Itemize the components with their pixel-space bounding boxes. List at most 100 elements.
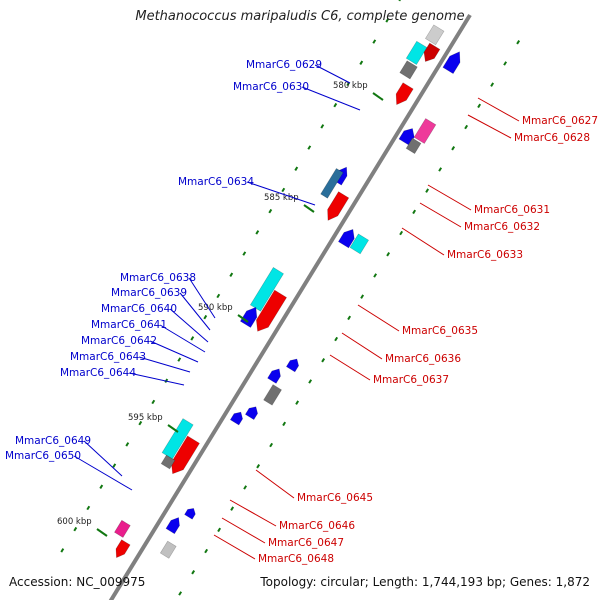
scale-label: 595 kbp: [128, 413, 163, 423]
gene-label: MmarC6_0649: [15, 435, 91, 447]
scale-tick-mark: [347, 315, 352, 321]
scale-label: 585 kbp: [264, 193, 299, 203]
label-leader-line: [73, 455, 133, 491]
scale-tick-mark: [373, 273, 378, 278]
scale-tick-mark: [256, 464, 261, 469]
scale-tick-mark: [229, 272, 234, 277]
gene-label: MmarC6_0630: [233, 81, 309, 93]
label-leader-line: [179, 292, 211, 331]
reverse-gene: [115, 539, 131, 559]
scale-tick-mark: [138, 420, 143, 426]
forward-gene: [267, 368, 281, 384]
scale-label: 600 kbp: [57, 517, 92, 527]
scale-tick-mark: [191, 570, 196, 575]
scale-tick-mark: [230, 506, 235, 511]
label-leader-line: [314, 64, 351, 84]
gene-label: MmarC6_0628: [514, 132, 590, 144]
accession-label: Accession: NC_009975: [9, 575, 146, 589]
gene-label: MmarC6_0635: [402, 325, 478, 337]
scale-tick-mark: [242, 251, 247, 256]
forward-gene: [442, 51, 461, 75]
label-leader-line: [246, 181, 316, 206]
gene-label: MmarC6_0637: [373, 374, 449, 386]
scale-tick-mark: [438, 167, 443, 172]
scale-tick-mark: [151, 399, 156, 405]
reverse-gene: [423, 42, 441, 62]
scale-tick-mark: [178, 591, 183, 596]
forward-gene: [244, 406, 258, 421]
scale-tick-mark: [333, 102, 338, 108]
reverse-gene: [160, 454, 176, 470]
scale-tick-mark: [243, 485, 248, 490]
gene-label: MmarC6_0648: [258, 553, 334, 565]
scale-tick-mark: [99, 484, 104, 489]
reverse-gene: [395, 82, 414, 106]
gene-label: MmarC6_0650: [5, 450, 81, 462]
gene-label: MmarC6_0633: [447, 249, 523, 261]
gene-label: MmarC6_0644: [60, 367, 136, 379]
forward-gene: [159, 540, 177, 559]
gene-label: MmarC6_0643: [70, 351, 146, 363]
forward-gene: [405, 137, 422, 154]
scale-tick-mark: [60, 548, 65, 553]
scale-tick-mark: [216, 293, 221, 299]
gene-label: MmarC6_0639: [111, 287, 187, 299]
scale-tick-mark: [399, 230, 404, 236]
scale-tick-mark: [451, 146, 456, 151]
scale-tick-mark: [177, 357, 182, 362]
scale-tick-mark: [425, 188, 430, 193]
scale-tick-mark: [516, 40, 521, 45]
gene-label: MmarC6_0641: [91, 319, 167, 331]
forward-gene: [285, 358, 299, 373]
scale-tick-mark: [86, 505, 91, 511]
forward-gene: [165, 517, 180, 535]
label-leader-line: [128, 372, 185, 386]
label-leader-line: [213, 534, 256, 560]
forward-gene: [337, 229, 355, 249]
forward-gene: [184, 507, 196, 520]
reverse-gene: [171, 435, 200, 475]
label-leader-line: [169, 308, 209, 343]
gene-label: MmarC6_0631: [474, 204, 550, 216]
gene-label: MmarC6_0640: [101, 303, 177, 315]
reverse-gene: [320, 168, 344, 199]
label-leader-line: [188, 277, 216, 319]
scale-label: 590 kbp: [198, 303, 233, 313]
scale-tick-mark: [269, 442, 274, 448]
reverse-gene: [256, 289, 287, 332]
scale-tick-mark: [477, 103, 482, 109]
scale-tick-mark: [398, 0, 401, 2]
gene-label: MmarC6_0646: [279, 520, 355, 532]
scale-tick-mark: [503, 61, 508, 66]
scale-tick-mark: [73, 526, 78, 532]
scale-tick-mark: [125, 442, 130, 447]
scale-tick-mark: [372, 92, 384, 101]
genome-backbone: [108, 13, 472, 600]
label-leader-line: [138, 356, 191, 373]
gene-label: MmarC6_0642: [81, 335, 157, 347]
scale-tick-mark: [334, 336, 339, 342]
gene-label: MmarC6_0632: [464, 221, 540, 233]
scale-tick-mark: [268, 208, 273, 214]
scale-tick-mark: [321, 358, 326, 363]
scale-tick-mark: [464, 124, 469, 130]
reverse-gene: [327, 191, 350, 221]
map-title: Methanococcus maripaludis C6, complete g…: [135, 9, 465, 24]
gene-label: MmarC6_0645: [297, 492, 373, 504]
reverse-gene: [114, 519, 131, 538]
label-leader-line: [357, 304, 400, 332]
scale-tick-mark: [372, 39, 377, 44]
scale-tick-mark: [308, 379, 313, 384]
forward-gene: [413, 118, 437, 144]
forward-gene: [398, 128, 415, 146]
gene-label: MmarC6_0647: [268, 537, 344, 549]
reverse-gene: [399, 60, 418, 80]
genome-info: Topology: circular; Length: 1,744,193 bp…: [260, 575, 590, 589]
scale-tick-mark: [282, 421, 287, 427]
scale-tick-mark: [360, 294, 365, 299]
scale-tick-mark: [385, 18, 390, 23]
scale-tick-mark: [255, 230, 260, 235]
scale-tick-mark: [281, 187, 286, 193]
scale-label: 580 kbp: [333, 81, 368, 91]
